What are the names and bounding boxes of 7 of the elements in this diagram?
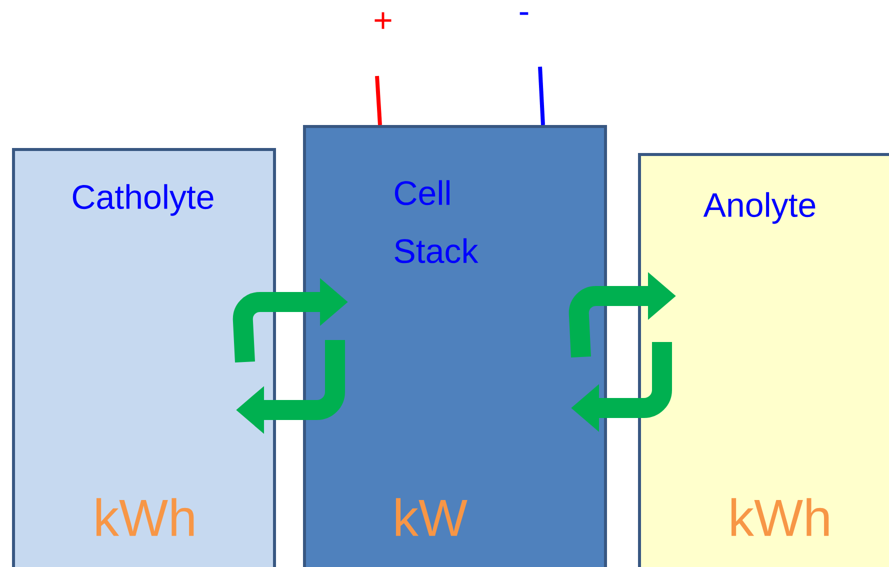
tank-box: Catholyte kWh [12,148,276,567]
terminal-wire [538,66,545,126]
terminal-sign: + [374,12,392,29]
tank-box: Anolyte kWh [638,153,889,567]
tank-box: Cell Stack kW [303,125,607,567]
terminal-wire [375,76,382,126]
terminal-sign: - [520,12,528,15]
